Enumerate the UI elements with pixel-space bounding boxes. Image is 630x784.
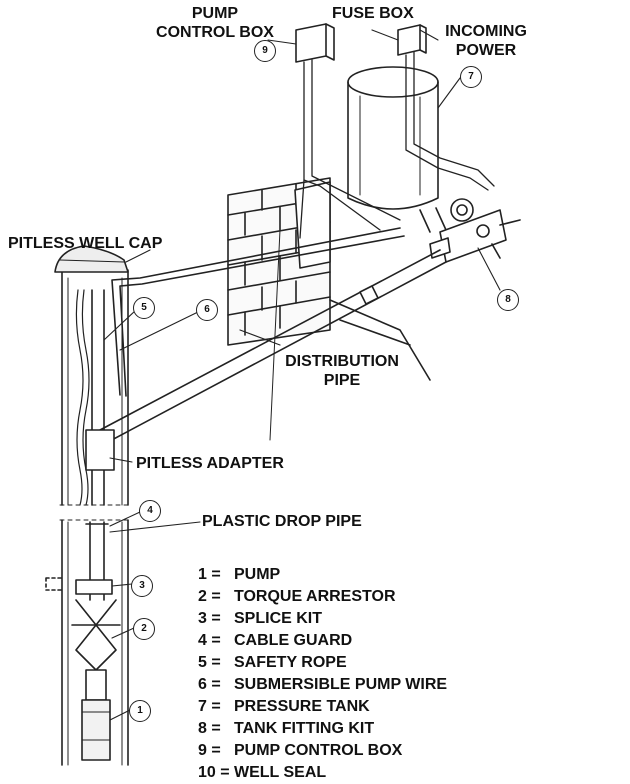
plastic-drop-pipe-label: PLASTIC DROP PIPE (202, 513, 362, 530)
legend-row: 5 =SAFETY ROPE (198, 654, 347, 671)
fuse-box (397, 24, 427, 56)
well-casing-lower (59, 519, 131, 766)
pressure-tank (347, 66, 439, 210)
legend-row: 6 =SUBMERSIBLE PUMP WIRE (198, 676, 448, 693)
pitless-adapter-label: PITLESS ADAPTER (136, 455, 284, 472)
torque-arrestor (71, 599, 121, 671)
callout-6-pump-wire: 6 (196, 299, 218, 321)
legend-row: 2 =TORQUE ARRESTOR (198, 588, 396, 605)
callout-5-safety-rope: 5 (133, 297, 155, 319)
legend-row: 8 =TANK FITTING KIT (198, 720, 375, 737)
pump-control-box (295, 23, 335, 63)
parts-legend: 1 =PUMP 2 =TORQUE ARRESTOR 3 =SPLICE KIT… (198, 564, 447, 784)
legend-row: 7 =PRESSURE TANK (198, 698, 370, 715)
callout-7-pressure-tank: 7 (460, 66, 482, 88)
incoming-power-label: INCOMING POWER (445, 23, 527, 59)
fuse-box-label: FUSE BOX (332, 5, 414, 22)
legend-row: 9 =PUMP CONTROL BOX (198, 742, 403, 759)
safety-rope (75, 289, 90, 506)
legend-row: 4 =CABLE GUARD (198, 632, 353, 649)
legend-row: 1 =PUMP (198, 566, 281, 583)
legend-row: 3 =SPLICE KIT (198, 610, 323, 627)
distribution-pipe (99, 249, 447, 443)
distribution-pipe-label: DISTRIBUTION PIPE (285, 353, 399, 389)
callout-2-torque-arrestor: 2 (133, 618, 155, 640)
legend-row: 10 =WELL SEAL (198, 764, 327, 781)
pump-control-box-label: PUMP CONTROL BOX (156, 5, 274, 41)
tank-fitting-kit (419, 198, 521, 263)
pitless-well-cap (54, 245, 129, 273)
callout-8-fitting-kit: 8 (497, 289, 519, 311)
drop-pipe-upper (85, 289, 115, 506)
well-casing-upper (59, 269, 131, 506)
callout-1-pump: 1 (129, 700, 151, 722)
submersible-pump-wire (111, 227, 405, 397)
leader-lines (103, 29, 501, 721)
splice-kit (45, 577, 113, 595)
callout-4-cable-guard: 4 (139, 500, 161, 522)
electrical-wiring (269, 51, 495, 441)
pitless-well-cap-label: PITLESS WELL CAP (8, 235, 163, 252)
pump (81, 669, 111, 761)
callout-9-control-box: 9 (254, 40, 276, 62)
callout-3-splice-kit: 3 (131, 575, 153, 597)
